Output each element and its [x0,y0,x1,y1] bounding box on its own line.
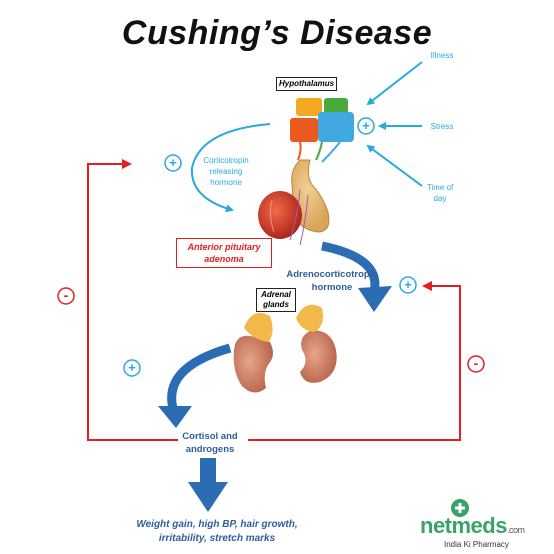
time-of-day-line-2: day [433,194,447,203]
plus-circle-hypothalamus [357,117,375,135]
crh-arrow [190,123,271,213]
minus-sign-right: - [473,355,479,371]
acth-label: Adrenocorticotropic hormone [280,268,384,294]
adenoma-label: Anterior pituitary adenoma [176,238,272,268]
cortisol-arrowhead [158,406,192,428]
hypothalamus-label: Hypothalamus [276,77,338,91]
cortisol-line-1: Cortisol and [182,431,238,442]
adrenal-line-2: glands [263,300,289,309]
effects-arrow-shaft [200,458,216,486]
acth-line-1: Adrenocorticotropic [286,269,378,280]
feedback-loop-pituitary [248,281,461,441]
illness-label: Illness [430,51,454,60]
plus-circle-crh [164,154,182,172]
adrenal-glands-illustration [233,304,337,393]
time-of-day-line-1: Time of [426,183,454,192]
adenoma-line-2: adenoma [204,254,244,264]
effects-arrowhead [188,482,228,512]
acth-arrow-shaft [321,241,380,294]
netmeds-logo-icon [451,499,469,517]
stress-label: Stress [430,122,454,131]
adenoma-line-1: Anterior pituitary [187,242,261,252]
acth-arrowhead [358,286,392,312]
plus-sign-crh: + [169,155,177,170]
pituitary-illustration [258,159,330,246]
effects-line-1: Weight gain, high BP, hair growth, [136,519,298,530]
crh-label: Corticotropin releasing hormone [194,155,258,188]
minus-sign-left: - [63,287,69,303]
hypothalamus-illustration [290,98,354,163]
page-title: Cushing’s Disease [121,14,433,52]
plus-circle-acth [399,276,417,294]
cortisol-line-2: androgens [185,444,235,455]
plus-sign-cortisol: + [128,360,136,375]
crh-line-3: hormone [210,178,242,187]
minus-circle-left [57,287,75,305]
minus-circle-right [467,355,485,373]
effects-line-2: irritability, stretch marks [158,533,276,544]
brand-suffix: .com [506,525,525,535]
illness-arrow [366,61,423,106]
cortisol-label: Cortisol and androgens [170,430,250,456]
acth-line-2: hormone [311,282,353,293]
brand-tagline: India Ki Pharmacy [444,540,509,549]
time-of-day-arrow [366,144,423,187]
adrenal-glands-label: Adrenal glands [256,288,296,312]
brand-name: netmeds [420,513,507,538]
plus-circle-cortisol [123,359,141,377]
plus-sign-hypothalamus: + [362,118,370,133]
time-of-day-label: Time of day [420,182,460,204]
crh-line-2: releasing [209,167,243,176]
effects-label: Weight gain, high BP, hair growth, irrit… [110,518,324,546]
cortisol-arrow-shaft [167,343,232,414]
hypothalamus-text: Hypothalamus [279,79,335,88]
netmeds-brand: netmeds.com [420,513,540,539]
crh-line-1: Corticotropin [203,156,249,165]
plus-sign-acth: + [404,277,412,292]
feedback-loop-hypothalamus [87,159,178,441]
adrenal-line-1: Adrenal [261,290,291,299]
